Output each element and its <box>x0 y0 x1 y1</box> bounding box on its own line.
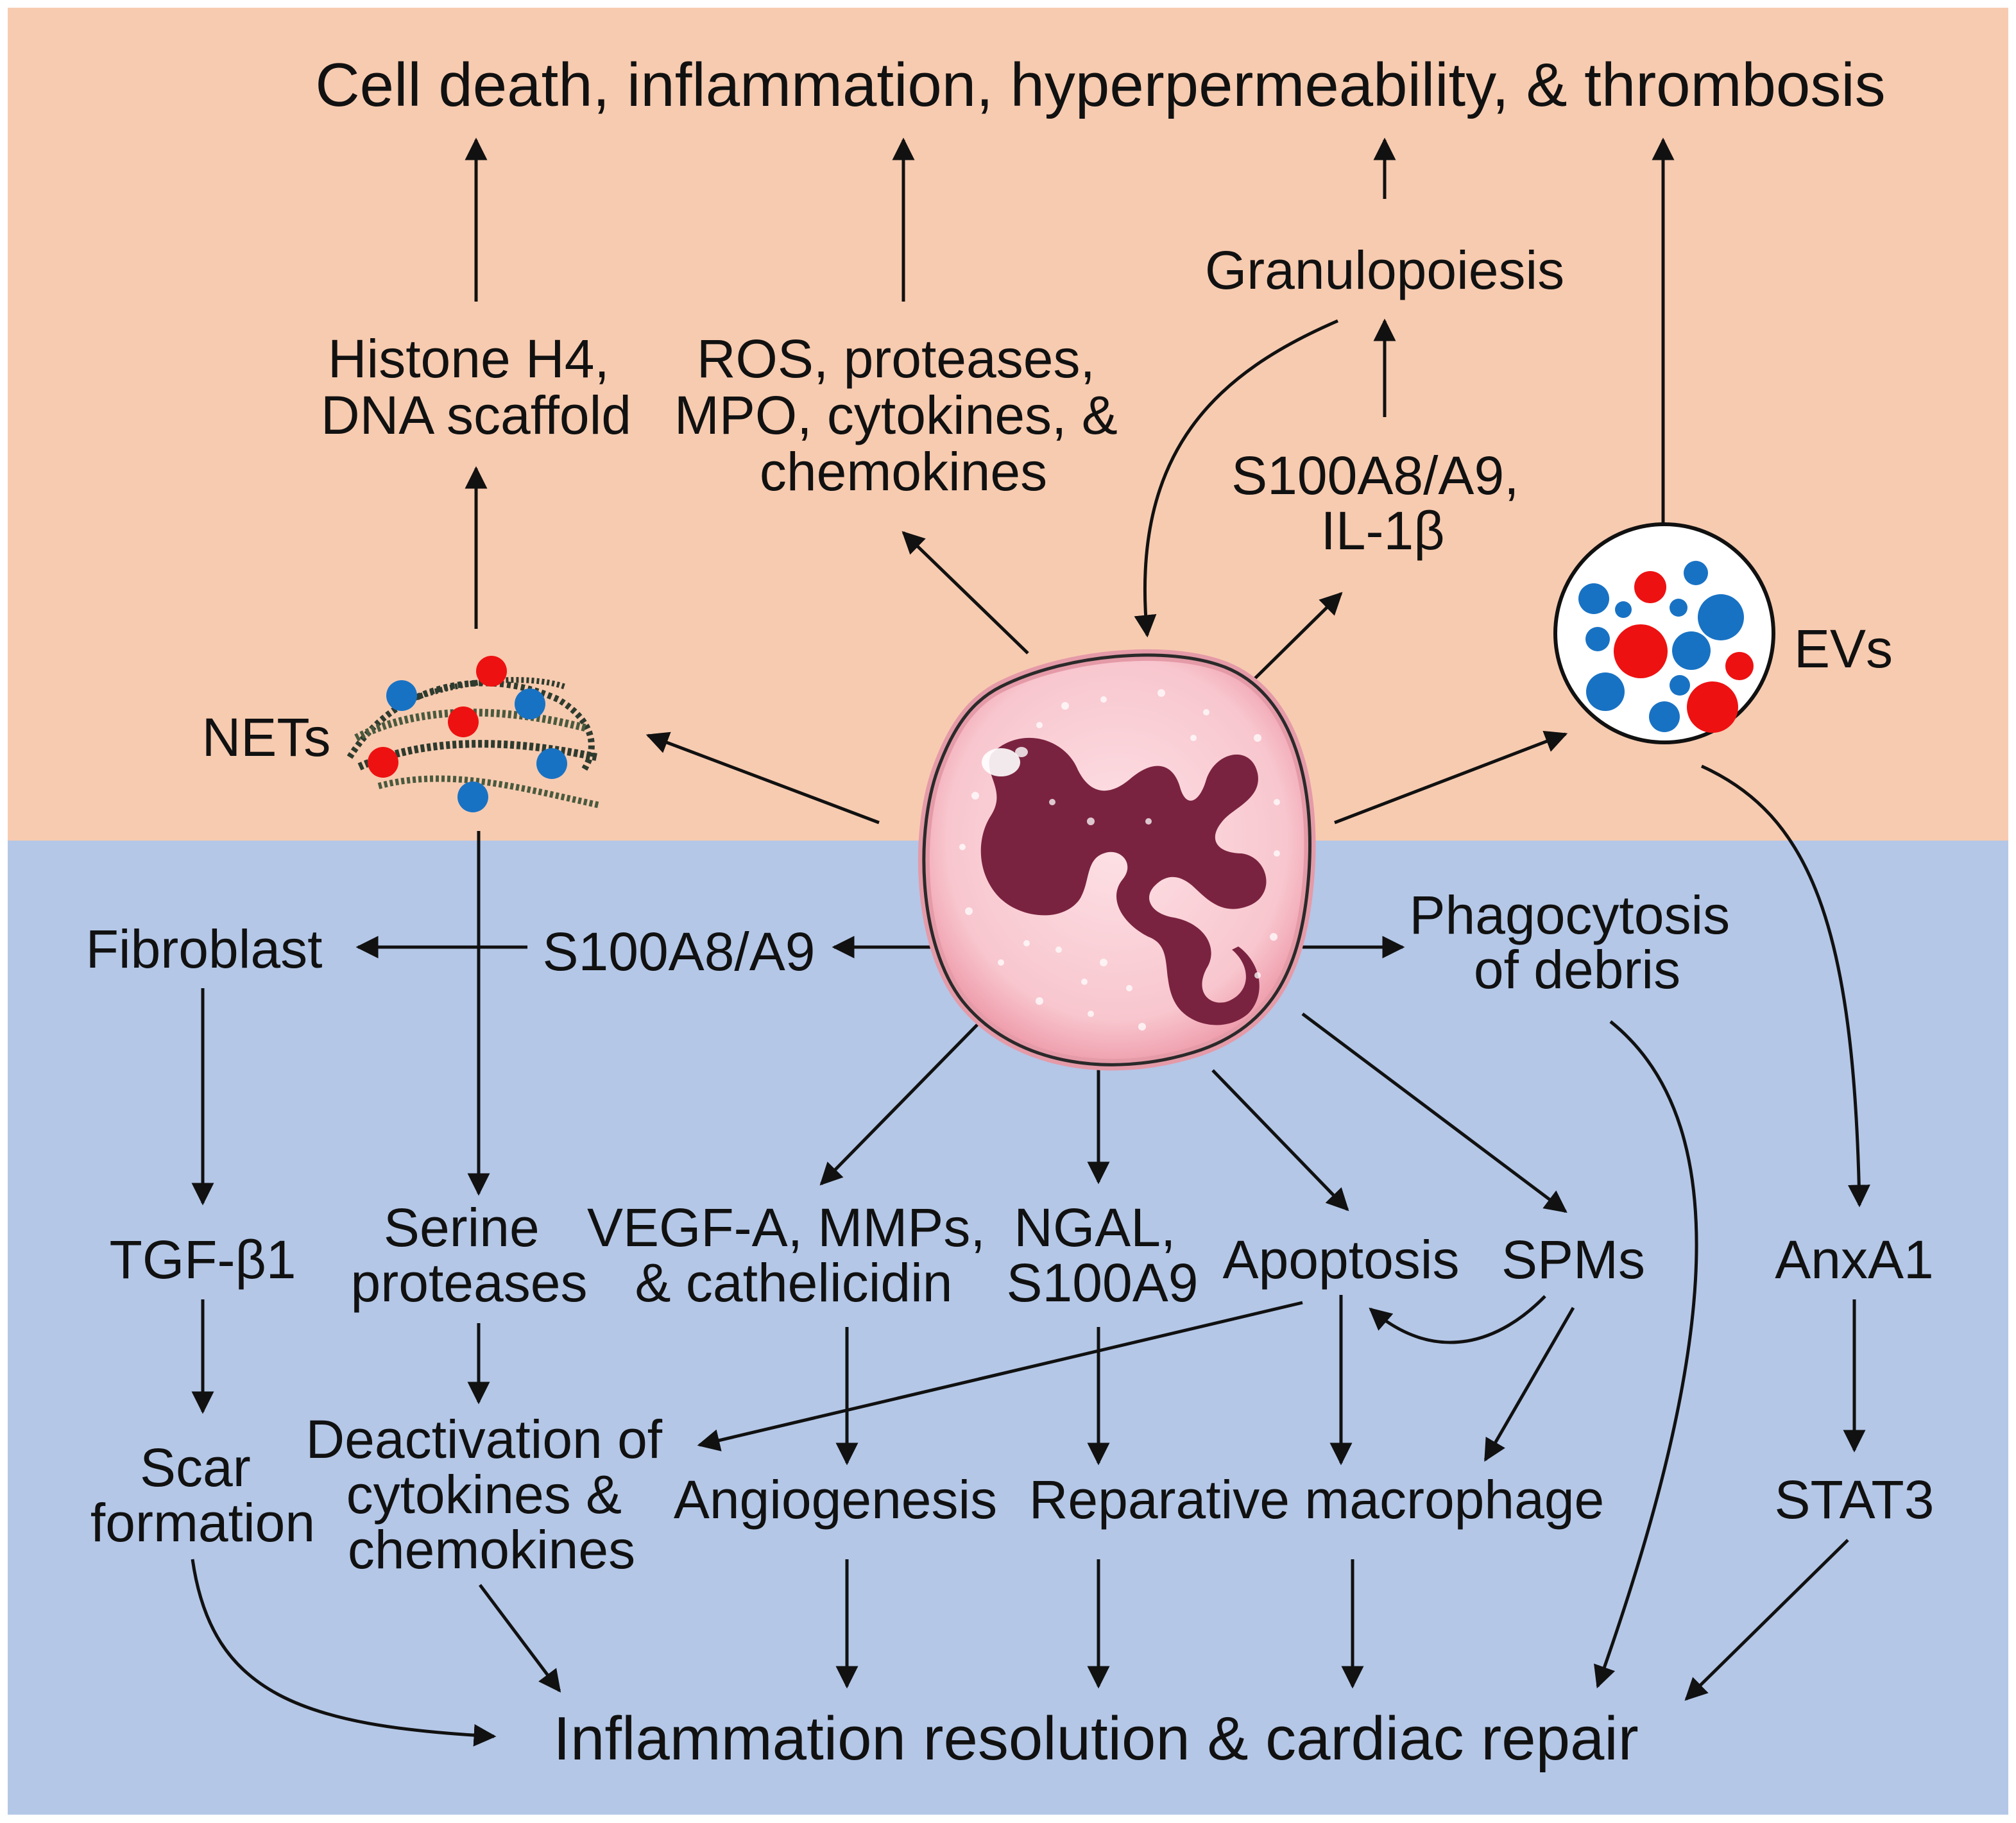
arrow-cell-s100 <box>1249 592 1343 685</box>
serine-label: Serine proteases <box>351 1197 588 1313</box>
extracellular-vesicle-icon <box>1553 522 1775 744</box>
vegf-label: VEGF-A, MMPs, & cathelicidin <box>587 1197 1000 1313</box>
ros-label: ROS, proteases, MPO, cytokines, & chemok… <box>674 329 1132 502</box>
granulopoiesis-label: Granulopoiesis <box>1205 240 1564 300</box>
arrow-phago-resolution <box>1594 1020 1698 1689</box>
arrow-granulo-cell <box>1134 319 1338 638</box>
anxa1-label: AnxA1 <box>1775 1229 1934 1290</box>
tgf-label: TGF-β1 <box>110 1229 296 1290</box>
arrow-spms-rep <box>1483 1306 1575 1462</box>
ngal-label: NGAL, S100A9 <box>1007 1197 1199 1313</box>
reparative-label: Reparative macrophage <box>1029 1469 1605 1530</box>
angiogenesis-label: Angiogenesis <box>674 1469 997 1530</box>
histone-label: Histone H4, DNA scaffold <box>321 329 631 445</box>
nets-label: NETs <box>202 707 331 767</box>
apoptosis-label: Apoptosis <box>1223 1229 1460 1290</box>
deactivation-label: Deactivation of cytokines & chemokines <box>306 1409 678 1580</box>
nets-dna-strands-icon <box>346 656 601 812</box>
top-title: Cell death, inflammation, hyperpermeabil… <box>315 51 1885 119</box>
arrow-stat3-resolution <box>1684 1539 1849 1701</box>
fibroblast-label: Fibroblast <box>86 919 323 979</box>
arrow-scar-resolution <box>191 1559 497 1747</box>
arrow-evs-anxa1 <box>1700 764 1870 1208</box>
s100a8a9-label: S100A8/A9 <box>542 921 815 982</box>
arrow-apop-deact <box>697 1301 1303 1451</box>
neutrophil-cell-icon <box>918 649 1316 1071</box>
arrow-deact-resolution <box>479 1584 561 1693</box>
arrow-cell-apop <box>1211 1069 1349 1211</box>
resolution-label: Inflammation resolution & cardiac repair <box>553 1704 1638 1773</box>
arrow-cell-spms <box>1301 1013 1568 1213</box>
arrow-cell-nets <box>645 732 880 825</box>
s100-il1b-label: S100A8/A9, IL-1β <box>1231 445 1534 561</box>
arrow-cell-ros <box>901 531 1029 655</box>
scar-label: Scar formation <box>90 1437 315 1553</box>
arrows <box>191 137 1870 1747</box>
stat3-label: STAT3 <box>1775 1469 1935 1530</box>
phagocytosis-label: Phagocytosis of debris <box>1410 885 1745 1000</box>
arrow-cell-vegf <box>819 1020 982 1186</box>
arrow-spms-apop <box>1369 1295 1546 1344</box>
spms-label: SPMs <box>1501 1229 1645 1290</box>
evs-label: EVs <box>1794 619 1893 679</box>
arrow-cell-evs <box>1334 730 1568 825</box>
